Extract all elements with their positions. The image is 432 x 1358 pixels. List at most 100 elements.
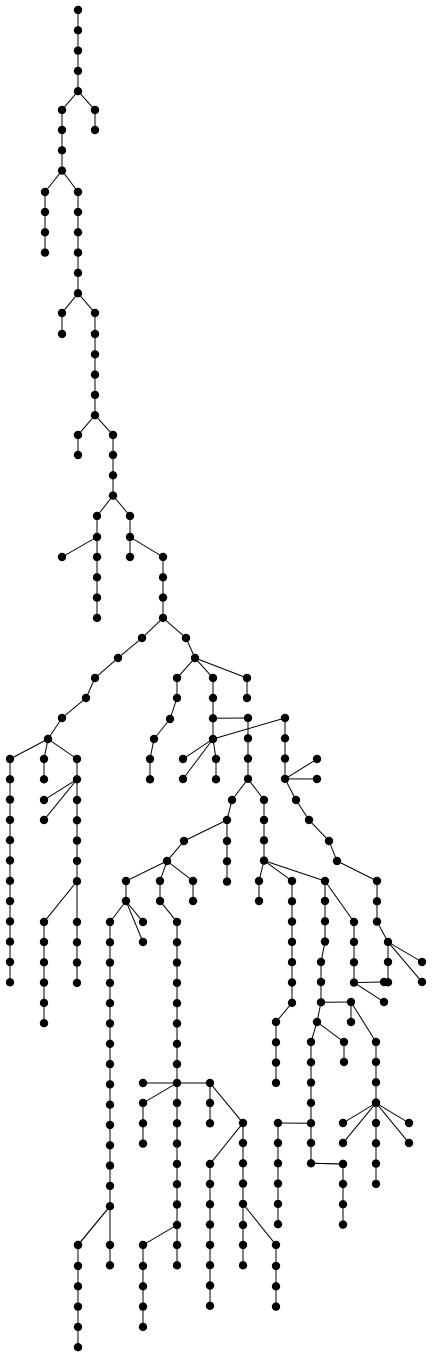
- tree-node: [179, 836, 189, 846]
- tree-node: [138, 1098, 148, 1108]
- tree-node: [211, 754, 221, 764]
- tree-node: [287, 876, 297, 886]
- tree-node: [205, 1078, 215, 1088]
- tree-node: [404, 1118, 414, 1128]
- tree-node: [271, 1282, 281, 1291]
- tree-node: [306, 1078, 316, 1087]
- tree-edge: [375, 1102, 410, 1144]
- tree-node: [72, 877, 82, 886]
- tree-node: [165, 714, 175, 724]
- tree-edge: [43, 880, 78, 923]
- tree-edge: [231, 778, 249, 801]
- tree-node: [404, 1138, 414, 1148]
- tree-node: [208, 693, 218, 703]
- tree-edge: [47, 738, 78, 760]
- tree-node: [5, 856, 15, 865]
- tree-node: [105, 1120, 115, 1130]
- tree-node: [306, 1138, 316, 1148]
- tree-node: [158, 573, 168, 582]
- tree-node: [372, 897, 382, 906]
- tree-node: [105, 1240, 115, 1250]
- tree-edge: [350, 1001, 377, 1043]
- tree-node: [205, 1179, 215, 1189]
- tree-node: [39, 958, 49, 967]
- tree-node: [73, 26, 83, 35]
- tree-node: [273, 1179, 283, 1188]
- tree-node: [306, 1037, 316, 1047]
- tree-node: [243, 734, 253, 743]
- tree-node: [39, 978, 49, 987]
- tree-node: [271, 1038, 281, 1047]
- tree-node: [158, 552, 168, 562]
- tree-edge: [9, 738, 49, 760]
- tree-node: [205, 1119, 215, 1128]
- tree-node: [73, 1343, 83, 1352]
- tree-node: [306, 1098, 316, 1108]
- tree-node: [287, 917, 297, 926]
- tree-node: [90, 411, 100, 420]
- tree-node: [172, 1200, 182, 1209]
- tree-node: [306, 1058, 316, 1067]
- tree-edge: [77, 292, 96, 314]
- tree-node: [105, 938, 115, 947]
- tree-node: [205, 1261, 215, 1270]
- tree-node: [105, 1181, 115, 1191]
- tree-node: [208, 734, 218, 744]
- tree-node: [280, 754, 290, 763]
- tree-node: [238, 1179, 248, 1188]
- tree-node: [338, 1220, 348, 1229]
- tree-node: [92, 573, 102, 582]
- tree-node: [72, 816, 82, 825]
- tree-node: [5, 754, 15, 764]
- tree-node: [105, 1261, 115, 1270]
- tree-node: [172, 978, 182, 988]
- tree-node: [90, 329, 100, 339]
- tree-edge: [129, 536, 164, 558]
- tree-node: [108, 471, 118, 480]
- tree-node: [5, 896, 15, 906]
- tree-node: [172, 1261, 182, 1270]
- tree-node: [371, 1057, 381, 1067]
- tree-edge: [77, 1205, 111, 1246]
- tree-node: [39, 998, 49, 1008]
- tree-node: [5, 978, 15, 987]
- tree-node: [105, 1019, 115, 1028]
- tree-node: [320, 876, 330, 886]
- tree-node: [158, 613, 168, 623]
- tree-node: [72, 795, 82, 805]
- tree-edge: [209, 1122, 244, 1165]
- tree-node: [92, 552, 102, 562]
- tree-node: [73, 1302, 83, 1311]
- tree-node: [5, 836, 15, 845]
- tree-node: [90, 105, 100, 115]
- tree-node: [113, 653, 123, 663]
- tree-node: [316, 957, 326, 967]
- tree-node: [280, 774, 290, 784]
- tree-edge: [159, 900, 178, 923]
- tree-edge: [308, 819, 330, 842]
- tree-node: [5, 937, 15, 946]
- tree-node: [211, 775, 221, 784]
- tree-node: [280, 734, 290, 743]
- tree-node: [254, 876, 264, 886]
- tree-edge: [61, 536, 98, 558]
- tree-node: [90, 308, 100, 318]
- tree-node: [73, 87, 83, 96]
- tree-edge: [183, 819, 228, 842]
- tree-node: [5, 957, 15, 967]
- tree-node: [417, 957, 427, 967]
- tree-node: [145, 754, 155, 764]
- tree-node: [273, 1138, 283, 1148]
- tree-node: [73, 66, 83, 76]
- tree-node: [40, 187, 50, 197]
- tree-node: [371, 1098, 381, 1108]
- tree-node: [57, 105, 67, 115]
- tree-node: [72, 754, 82, 764]
- tree-node: [108, 430, 118, 440]
- tree-node: [105, 1059, 115, 1069]
- tree-node: [92, 532, 102, 542]
- tree-edge: [141, 617, 164, 639]
- tree-node: [172, 1220, 182, 1230]
- tree-edge: [43, 778, 78, 801]
- tree-node: [188, 896, 198, 906]
